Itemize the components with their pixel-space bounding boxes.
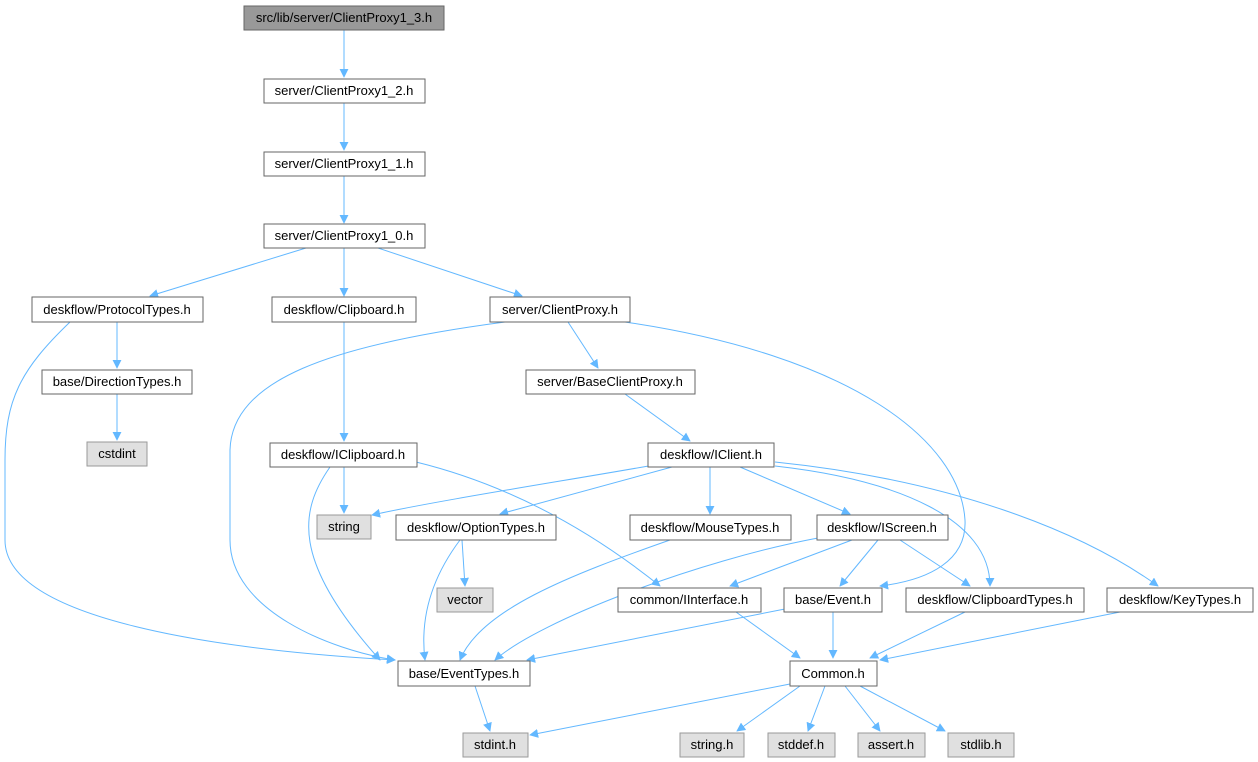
node-protocoltypes[interactable]: deskflow/ProtocolTypes.h (31, 296, 204, 323)
edge-iscreen-to-event (839, 539, 879, 587)
edge-iclient-to-opt (499, 466, 673, 517)
edge-iclient-to-cliptypes (774, 465, 995, 587)
svg-text:server/ClientProxy.h: server/ClientProxy.h (502, 302, 618, 317)
svg-text:server/ClientProxy1_0.h: server/ClientProxy1_0.h (275, 228, 414, 243)
svg-text:stdint.h: stdint.h (474, 737, 516, 752)
svg-text:src/lib/server/ClientProxy1_3.: src/lib/server/ClientProxy1_3.h (256, 10, 432, 25)
edge-iclient-to-keytypes (774, 461, 1159, 587)
svg-text:deskflow/KeyTypes.h: deskflow/KeyTypes.h (1119, 592, 1241, 607)
edge-iclip-to-evtypes (308, 466, 381, 661)
svg-text:deskflow/IScreen.h: deskflow/IScreen.h (827, 520, 937, 535)
node-root-clientproxy1-3[interactable]: src/lib/server/ClientProxy1_3.h (243, 5, 445, 31)
node-directiontypes[interactable]: base/DirectionTypes.h (41, 369, 193, 395)
node-stdlib[interactable]: stdlib.h (947, 732, 1015, 758)
edge-cliptypes-to-common (869, 611, 966, 659)
node-iclipboard[interactable]: deskflow/IClipboard.h (269, 442, 418, 468)
edge-cp-to-evtypes (229, 321, 506, 664)
svg-text:string: string (328, 519, 360, 534)
edge-iscreen-to-iiface (729, 539, 853, 588)
svg-text:deskflow/IClipboard.h: deskflow/IClipboard.h (281, 447, 405, 462)
edge-common-to-stddef (806, 685, 826, 732)
edge-event-to-evtypes (526, 607, 791, 663)
svg-text:server/BaseClientProxy.h: server/BaseClientProxy.h (537, 374, 683, 389)
node-event[interactable]: base/Event.h (783, 587, 883, 613)
edge-iclip-to-iiface (415, 461, 661, 587)
node-iscreen[interactable]: deskflow/IScreen.h (816, 514, 949, 541)
edge-iclient-to-string (371, 463, 661, 518)
edge-opt-to-evtypes (419, 539, 461, 661)
node-clientproxy1-0[interactable]: server/ClientProxy1_0.h (263, 223, 426, 249)
svg-text:server/ClientProxy1_2.h: server/ClientProxy1_2.h (275, 83, 414, 98)
edge-keytypes-to-common (879, 611, 1121, 663)
node-clipboard[interactable]: deskflow/Clipboard.h (271, 296, 417, 323)
svg-text:vector: vector (447, 592, 483, 607)
svg-text:deskflow/Clipboard.h: deskflow/Clipboard.h (284, 302, 405, 317)
node-cstdint[interactable]: cstdint (86, 441, 148, 467)
svg-text:common/IInterface.h: common/IInterface.h (630, 592, 749, 607)
svg-text:cstdint: cstdint (98, 446, 136, 461)
node-keytypes[interactable]: deskflow/KeyTypes.h (1106, 587, 1254, 613)
edge-iscreen-to-cliptypes (899, 539, 971, 587)
svg-text:assert.h: assert.h (868, 737, 914, 752)
edge-cp-to-event (624, 321, 966, 590)
node-string-h[interactable]: string.h (679, 732, 745, 758)
node-string[interactable]: string (316, 514, 372, 540)
svg-text:deskflow/OptionTypes.h: deskflow/OptionTypes.h (407, 520, 545, 535)
svg-text:server/ClientProxy1_1.h: server/ClientProxy1_1.h (275, 156, 414, 171)
edge-evtypes-to-stdint (474, 685, 492, 732)
node-stdint[interactable]: stdint.h (462, 732, 529, 758)
svg-text:string.h: string.h (691, 737, 734, 752)
node-common[interactable]: Common.h (789, 660, 878, 687)
node-iclient[interactable]: deskflow/IClient.h (647, 442, 775, 468)
svg-text:deskflow/IClient.h: deskflow/IClient.h (660, 447, 762, 462)
node-clipboardtypes[interactable]: deskflow/ClipboardTypes.h (905, 587, 1085, 613)
edge-iclient-to-iscreen (739, 466, 851, 515)
edge-iiface-to-common (735, 611, 801, 659)
edge-cp10-to-cp (377, 247, 523, 298)
svg-text:deskflow/ProtocolTypes.h: deskflow/ProtocolTypes.h (43, 302, 190, 317)
node-iinterface[interactable]: common/IInterface.h (617, 587, 762, 613)
svg-text:stddef.h: stddef.h (778, 737, 824, 752)
edge-bcp-to-iclient (624, 393, 691, 442)
node-mousetypes[interactable]: deskflow/MouseTypes.h (629, 514, 792, 541)
node-eventtypes[interactable]: base/EventTypes.h (397, 660, 531, 687)
node-clientproxy[interactable]: server/ClientProxy.h (489, 296, 631, 323)
node-assert[interactable]: assert.h (857, 732, 926, 758)
node-clientproxy1-1[interactable]: server/ClientProxy1_1.h (263, 151, 426, 177)
edge-opt-to-vector (459, 539, 469, 587)
svg-text:stdlib.h: stdlib.h (960, 737, 1001, 752)
svg-text:base/DirectionTypes.h: base/DirectionTypes.h (53, 374, 182, 389)
edge-common-to-assert (844, 685, 881, 732)
edge-cp10-to-proto (149, 247, 307, 298)
svg-text:base/Event.h: base/Event.h (795, 592, 871, 607)
edge-common-to-stringh (736, 685, 801, 732)
edge-common-to-stdint (529, 683, 791, 738)
edge-mouse-to-evtypes (458, 539, 671, 661)
node-vector[interactable]: vector (436, 587, 494, 613)
edge-common-to-stdlib (859, 685, 946, 732)
edge-proto-to-evtypes (4, 321, 396, 665)
node-stddef[interactable]: stddef.h (767, 732, 836, 758)
svg-text:deskflow/MouseTypes.h: deskflow/MouseTypes.h (641, 520, 780, 535)
edge-cp-to-bcp (567, 321, 599, 369)
svg-text:base/EventTypes.h: base/EventTypes.h (409, 666, 520, 681)
node-baseclientproxy[interactable]: server/BaseClientProxy.h (525, 369, 696, 395)
node-clientproxy1-2[interactable]: server/ClientProxy1_2.h (263, 78, 426, 104)
svg-text:deskflow/ClipboardTypes.h: deskflow/ClipboardTypes.h (917, 592, 1072, 607)
svg-text:Common.h: Common.h (801, 666, 865, 681)
node-optiontypes[interactable]: deskflow/OptionTypes.h (395, 514, 557, 541)
